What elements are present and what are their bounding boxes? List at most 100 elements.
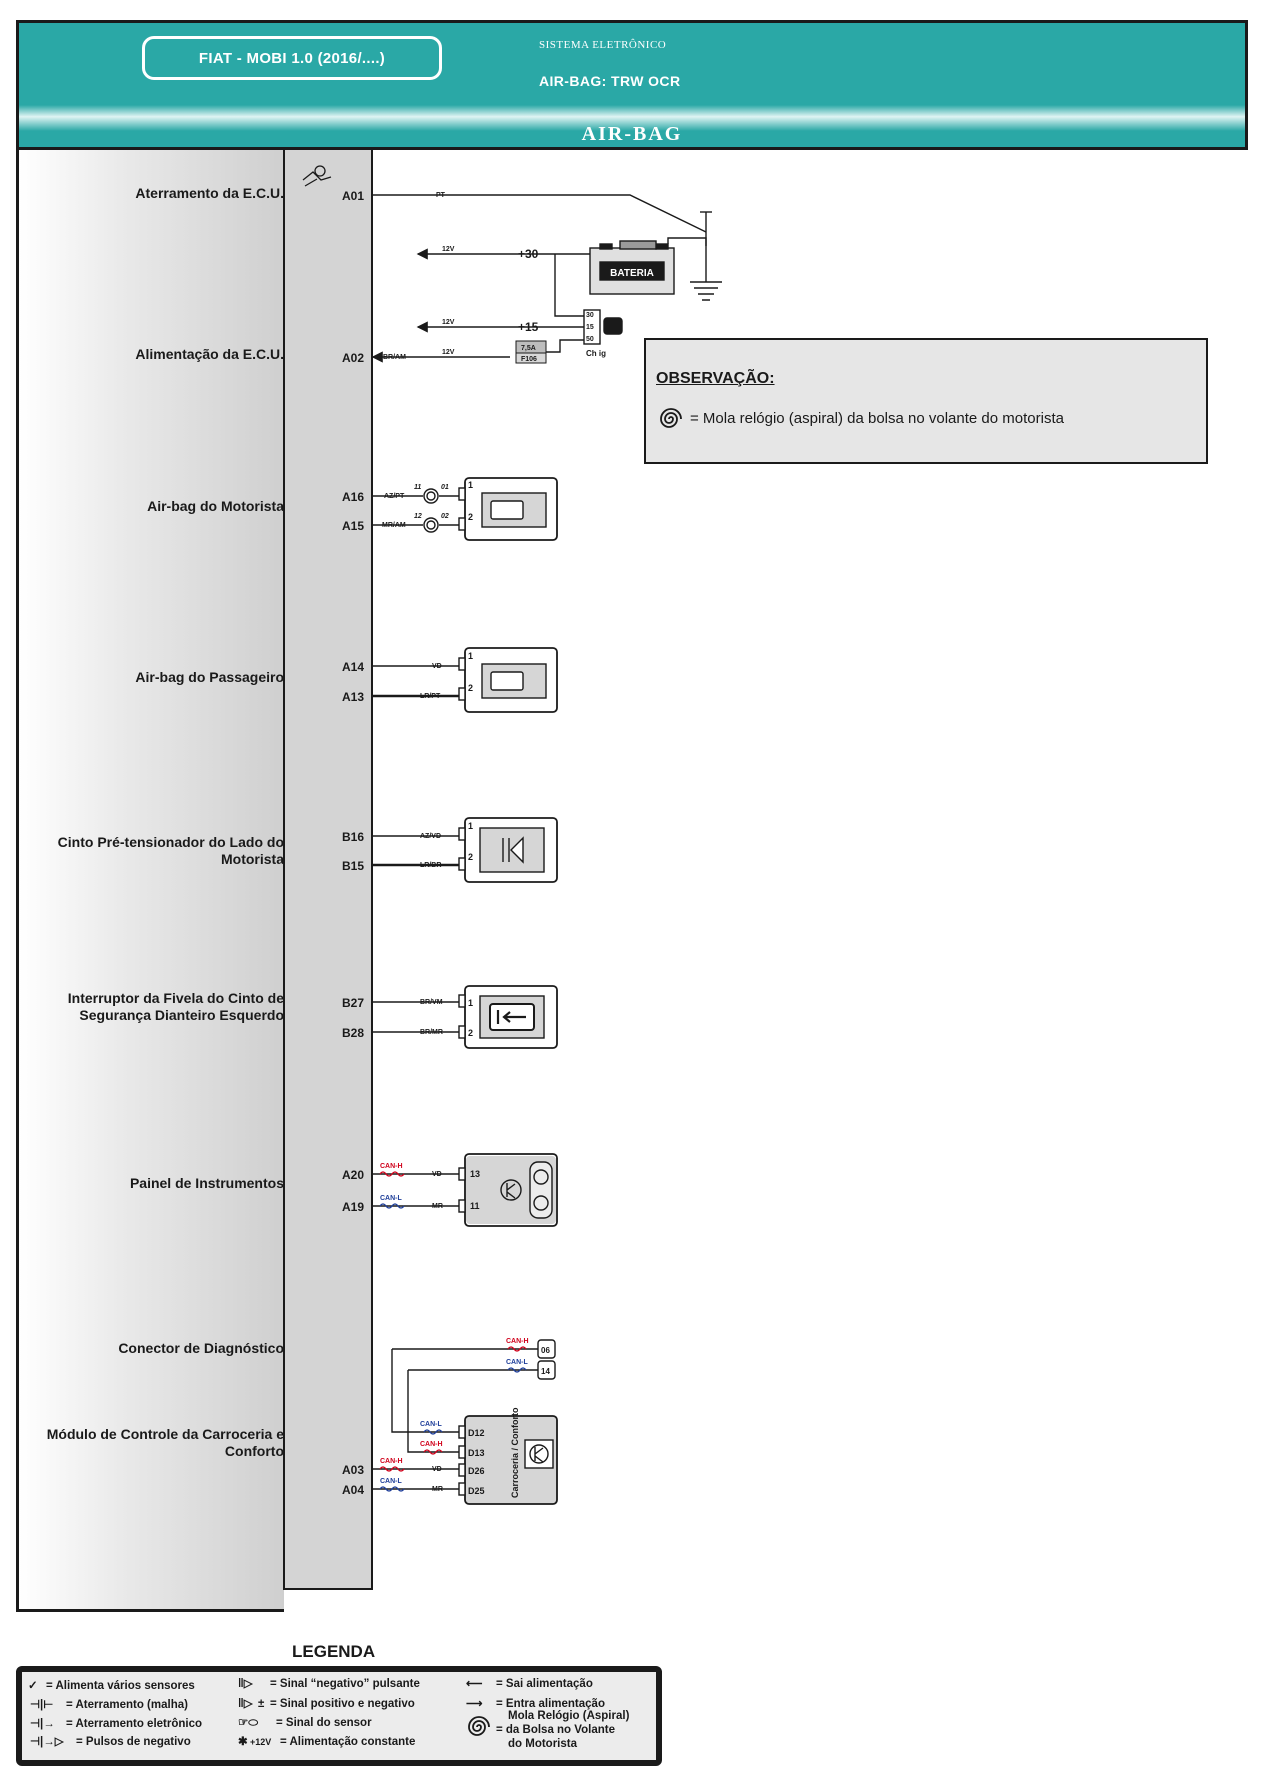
ignition-label: Ch ig <box>586 349 606 358</box>
can-l-label: CAN-L <box>420 1421 442 1428</box>
wire-code: BR/AM <box>383 354 406 361</box>
clock-pin: 11 <box>414 484 421 491</box>
legend-item: = Pulsos de negativo <box>76 1736 191 1748</box>
connector-pin: 06 <box>541 1346 550 1355</box>
component-label-diagnostic-connector: Conector de Diagnóstico <box>118 1340 284 1356</box>
pin-b15: B15 <box>342 859 364 873</box>
component-label-driver-airbag: Air-bag do Motorista <box>147 498 284 514</box>
plus15-label: +15 <box>518 320 539 334</box>
can-h-label: CAN-H <box>420 1441 443 1448</box>
header-band <box>19 105 1245 131</box>
legend-item: = Alimenta vários sensores <box>46 1680 195 1692</box>
wire-code: PT <box>436 192 446 199</box>
wire-code: VD <box>432 1466 442 1473</box>
component-panel: Aterramento da E.C.U. Alimentação da E.C… <box>16 150 284 1612</box>
electronic-ground-icon: ⊣|→ <box>30 1718 55 1730</box>
plus-minus-symbol: ± <box>258 1698 265 1710</box>
pin-a01: A01 <box>342 189 364 203</box>
wire-code: MR <box>432 1486 443 1493</box>
connector-pin: 14 <box>541 1367 550 1376</box>
voltage-label: 12V <box>442 319 455 326</box>
sensor-signal-icon: ☞⬭ <box>238 1717 259 1729</box>
pin-b16: B16 <box>342 830 364 844</box>
legend-item: = Sai alimentação <box>496 1678 593 1690</box>
wiring-diagram: A01 A02 A16 A15 A14 A13 B16 B15 B27 B28 … <box>302 165 722 1505</box>
can-h-label: CAN-H <box>506 1338 529 1345</box>
can-l-label: CAN-L <box>506 1359 528 1366</box>
legend-item: = Alimentação constante <box>280 1736 416 1748</box>
pin-a04: A04 <box>342 1483 364 1497</box>
voltage-label: 12V <box>442 246 455 253</box>
header-banner: FIAT - MOBI 1.0 (2016/....) SISTEMA ELET… <box>16 20 1248 150</box>
legend-box: ✓ = Alimenta vários sensores ⊣|⊢ = Aterr… <box>16 1666 662 1766</box>
ignition-pin: 50 <box>586 336 594 343</box>
fuse-rating: 7,5A <box>521 345 536 352</box>
connector-pin: 1 <box>468 651 473 661</box>
constant-power-voltage: +12V <box>250 1737 272 1747</box>
pin-a02: A02 <box>342 351 364 365</box>
vehicle-model: FIAT - MOBI 1.0 (2016/....) <box>142 36 442 80</box>
legend-title: LEGENDA <box>292 1642 376 1661</box>
clock-spring-icon <box>468 1716 490 1736</box>
legend-item: Mola Relógio (Aspiral) <box>508 1710 630 1722</box>
mesh-ground-icon: ⊣|⊢ <box>30 1699 54 1711</box>
wire-code: VD <box>432 1171 442 1178</box>
legend-item: = Entra alimentação <box>496 1698 605 1710</box>
component-label-buckle-switch: Interruptor da Fivela do Cinto de Segura… <box>67 990 284 1023</box>
connector-pin: D26 <box>468 1466 485 1476</box>
observation-text: = Mola relógio (aspiral) da bolsa no vol… <box>690 410 1064 427</box>
legend-item: = Sinal “negativo” pulsante <box>270 1678 420 1690</box>
connector-pin: D25 <box>468 1486 485 1496</box>
arrow-right-icon: ⟶ <box>466 1698 483 1710</box>
clock-pin: 12 <box>414 513 422 520</box>
battery-label: BATERIA <box>610 268 654 279</box>
pin-a16: A16 <box>342 490 364 504</box>
connector-pin: 2 <box>468 1028 473 1038</box>
battery-icon <box>589 240 675 295</box>
wire-code: LR/PT <box>420 693 441 700</box>
pulsing-signal-icon: ‖▷ <box>238 1678 253 1690</box>
component-label-instrument-panel: Painel de Instrumentos <box>129 1175 284 1191</box>
wire-code: BR/VM <box>420 999 443 1006</box>
constant-power-icon: ✱ <box>238 1736 248 1748</box>
pin-a20: A20 <box>342 1168 364 1182</box>
wire-code: MR/AM <box>382 522 406 529</box>
voltage-label: 12V <box>442 349 455 356</box>
pin-a15: A15 <box>342 519 364 533</box>
legend-item: do Motorista <box>508 1738 577 1750</box>
clock-spring-icon <box>660 408 682 428</box>
wire-code: MR <box>432 1203 443 1210</box>
system-label: SISTEMA ELETRÔNICO <box>539 39 667 51</box>
airbag-ecu-icon <box>302 165 332 187</box>
negative-pulse-icon: ⊣|→▷ <box>30 1736 64 1748</box>
observation-box: OBSERVAÇÃO: = Mola relógio (aspiral) da … <box>644 338 1208 464</box>
connector-pin: 13 <box>470 1169 480 1179</box>
legend-item: = Sinal do sensor <box>276 1717 372 1729</box>
connector-pin: 2 <box>468 683 473 693</box>
pin-a13: A13 <box>342 690 364 704</box>
ignition-switch-icon <box>583 309 623 345</box>
section-title: AIR-BAG <box>581 123 683 145</box>
ignition-pin: 30 <box>586 312 594 319</box>
wire-code: VD <box>432 663 442 670</box>
pin-a19: A19 <box>342 1200 364 1214</box>
connector-pin: 2 <box>468 852 473 862</box>
plus30-label: +30 <box>518 247 539 261</box>
legend-item: = Aterramento eletrônico <box>66 1718 203 1730</box>
component-label-pretensioner: Cinto Pré-tensionador do Lado do Motoris… <box>57 834 284 867</box>
pin-b28: B28 <box>342 1026 364 1040</box>
fuse-id: F106 <box>521 356 537 363</box>
wire-code: AZ/VD <box>420 833 441 840</box>
connector-pin: 1 <box>468 821 473 831</box>
pos-neg-signal-icon: ‖▷ <box>238 1698 253 1710</box>
can-h-label: CAN-H <box>380 1163 403 1170</box>
pin-b27: B27 <box>342 996 364 1010</box>
wire-code: AZ/PT <box>384 493 405 500</box>
pin-a14: A14 <box>342 660 364 674</box>
component-label-passenger-airbag: Air-bag do Passageiro <box>135 669 284 685</box>
body-module-label: Carroceria / Conforto <box>510 1407 520 1498</box>
component-label-body-module: Módulo de Controle da Carroceria e Confo… <box>46 1426 284 1459</box>
connector-pin: 1 <box>468 998 473 1008</box>
pin-a03: A03 <box>342 1463 364 1477</box>
system-name: AIR-BAG: TRW OCR <box>539 73 681 89</box>
